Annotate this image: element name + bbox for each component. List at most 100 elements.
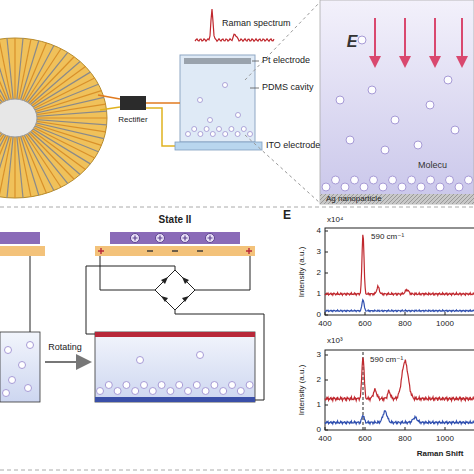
axis-tick [325, 427, 326, 430]
molecule [149, 388, 156, 395]
wire [100, 256, 155, 290]
wire [195, 256, 250, 290]
plot-frame [325, 350, 474, 430]
charge-symbols [98, 234, 252, 255]
molecule [351, 176, 359, 184]
molecule [223, 83, 228, 88]
node-text: E [347, 33, 358, 51]
molecule [204, 127, 209, 132]
zoom-line [245, 2, 320, 80]
label: 0 [317, 426, 321, 435]
disc-body [0, 38, 107, 198]
bridge-rectifier [155, 270, 195, 310]
molecule [246, 382, 253, 389]
molecule [105, 382, 112, 389]
node-text: PDMS cavity [262, 83, 314, 93]
molecule [417, 183, 425, 191]
molecule [193, 382, 200, 389]
molecule [114, 388, 121, 395]
bottom-electrode [95, 397, 255, 402]
axis-tick [325, 231, 328, 232]
molecules [97, 352, 254, 395]
label: 1000 [436, 320, 454, 329]
molecule [3, 390, 10, 397]
pt-electrode [184, 58, 251, 64]
field-arrows [375, 18, 462, 62]
molecule [381, 146, 389, 154]
molecule [123, 382, 130, 389]
label: 600 [358, 435, 371, 444]
molecule [197, 352, 204, 359]
tribo-layer [110, 232, 240, 244]
molecule [192, 127, 197, 132]
label: x10³ [327, 337, 343, 346]
diode-symbols [161, 277, 189, 302]
label: 1 [317, 290, 321, 299]
molecule [237, 388, 244, 395]
label: 3 [317, 248, 321, 257]
label: Raman Shift [417, 450, 464, 459]
node-text: ITO electrode [266, 141, 320, 151]
node-text: Rectifier [118, 116, 147, 125]
molecule [5, 347, 12, 354]
wire [86, 266, 175, 334]
rectifier-chip: Rectifier [120, 96, 146, 110]
charge-symbol [183, 236, 188, 241]
molecule [158, 382, 165, 389]
tribo-layer [0, 232, 40, 244]
molecule [322, 183, 330, 191]
label: 400 [318, 320, 331, 329]
label: 1000 [436, 435, 454, 444]
electrode-layer [95, 246, 255, 256]
molecule [451, 126, 459, 134]
label: 4 [317, 227, 321, 236]
molecule [444, 76, 452, 84]
molecule [235, 132, 240, 137]
molecule [248, 132, 253, 137]
molecule [202, 388, 209, 395]
axis-tick [405, 312, 406, 315]
molecule [25, 385, 32, 392]
molecule [465, 176, 473, 184]
axis-tick [325, 273, 328, 274]
spectrum-trace [325, 235, 474, 295]
disc-hub [0, 99, 37, 137]
molecule [223, 132, 228, 137]
separator [0, 207, 474, 208]
spectrum-trace [325, 358, 474, 401]
molecule [336, 96, 344, 104]
separator [0, 470, 474, 471]
molecule [436, 183, 444, 191]
node-text: Molecu [418, 161, 447, 171]
axis-tick [325, 355, 328, 356]
axis-tick [445, 427, 446, 430]
label: 2 [317, 376, 321, 385]
zoom-panel [320, 0, 474, 204]
ito-electrode [175, 142, 262, 150]
zoom-line [245, 135, 320, 203]
wire-connector [146, 102, 180, 104]
zoom-view: EMolecuAg nanoparticle [320, 0, 474, 204]
node-text: Pt electrode [262, 56, 310, 66]
spectra [325, 235, 474, 424]
teng-disc [0, 38, 107, 198]
label: 0 [317, 311, 321, 320]
label: 2 [317, 269, 321, 278]
label: Raman spectrum [222, 19, 291, 29]
label: 400 [318, 435, 331, 444]
molecule [220, 388, 227, 395]
charge-symbol [172, 250, 178, 251]
molecule [141, 382, 148, 389]
molecule [229, 382, 236, 389]
molecule [97, 388, 104, 395]
molecule [132, 388, 139, 395]
charge-symbol [208, 236, 213, 241]
charge-symbol [156, 234, 165, 243]
molecule [217, 127, 222, 132]
axis-tick [325, 312, 326, 315]
molecule [368, 86, 376, 94]
charge-symbol [98, 248, 104, 254]
molecule [198, 132, 203, 137]
molecule [241, 127, 246, 132]
molecule [185, 388, 192, 395]
